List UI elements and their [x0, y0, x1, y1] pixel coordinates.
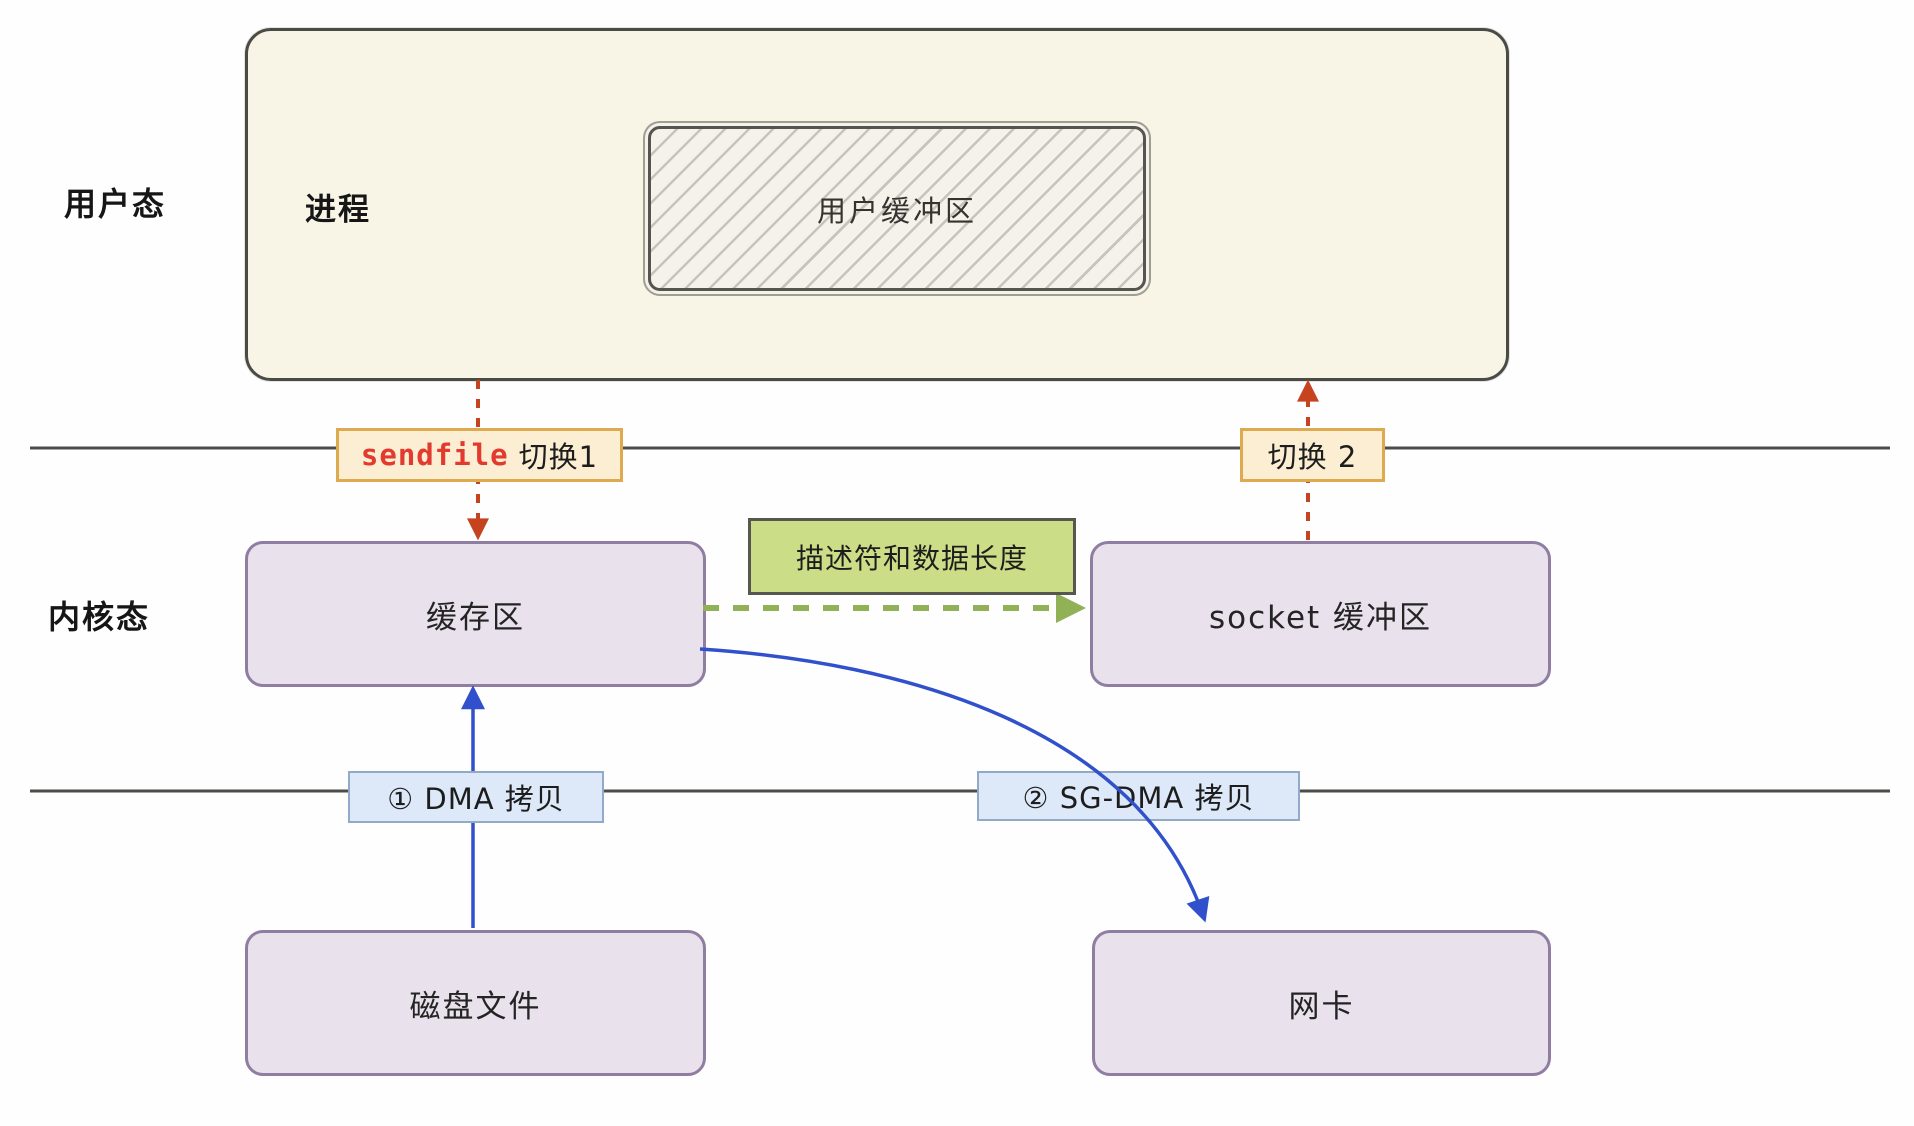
socket-buffer-label: socket 缓冲区	[1208, 599, 1433, 636]
disk-file-label: 磁盘文件	[409, 988, 542, 1025]
descriptor-tag: 描述符和数据长度	[748, 518, 1076, 595]
sendfile-switch1-tag: sendfile 切换1	[336, 428, 623, 482]
nic-label: 网卡	[1288, 988, 1355, 1025]
user-buffer-label: 用户缓冲区	[816, 193, 977, 228]
socket-buffer-box: socket 缓冲区	[1090, 541, 1551, 687]
sendfile-keyword: sendfile	[360, 438, 509, 472]
sendfile-switch1-text: 切换1	[518, 440, 599, 474]
sg-dma-copy-tag: ② SG-DMA 拷贝	[977, 771, 1300, 821]
nic-box: 网卡	[1092, 930, 1551, 1076]
switch2-tag: 切换 2	[1240, 428, 1385, 482]
kernel-buffer-label: 缓存区	[426, 599, 525, 636]
process-label: 进程	[305, 192, 371, 228]
user-mode-label: 用户态	[64, 185, 167, 223]
disk-file-box: 磁盘文件	[245, 930, 706, 1076]
user-buffer-box: 用户缓冲区	[648, 126, 1146, 291]
kernel-mode-label: 内核态	[48, 598, 151, 636]
kernel-buffer-box: 缓存区	[245, 541, 706, 687]
dma-copy-tag: ① DMA 拷贝	[348, 771, 604, 823]
process-box: 进程 用户缓冲区	[245, 28, 1509, 381]
